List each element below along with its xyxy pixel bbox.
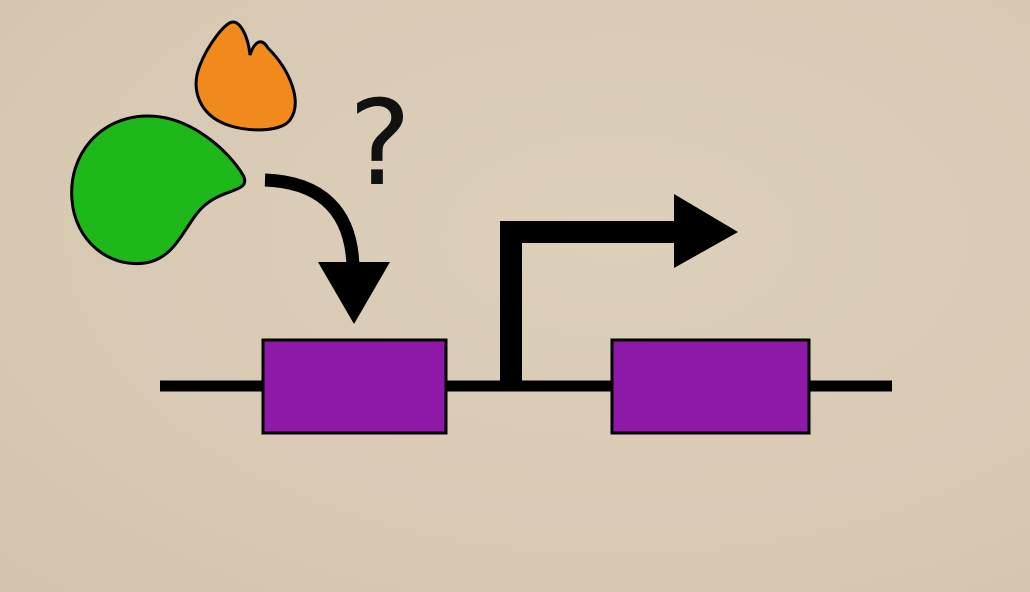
- bent-transcription-arrow-icon: [500, 194, 738, 386]
- gene-coding-box: [610, 338, 811, 435]
- regulatory-element-box: [261, 338, 448, 435]
- curved-down-arrow-icon: [264, 173, 390, 324]
- orange-protein-blob-icon: [194, 20, 297, 132]
- green-protein-blob-icon: [70, 114, 247, 266]
- question-mark-label: ?: [348, 74, 412, 212]
